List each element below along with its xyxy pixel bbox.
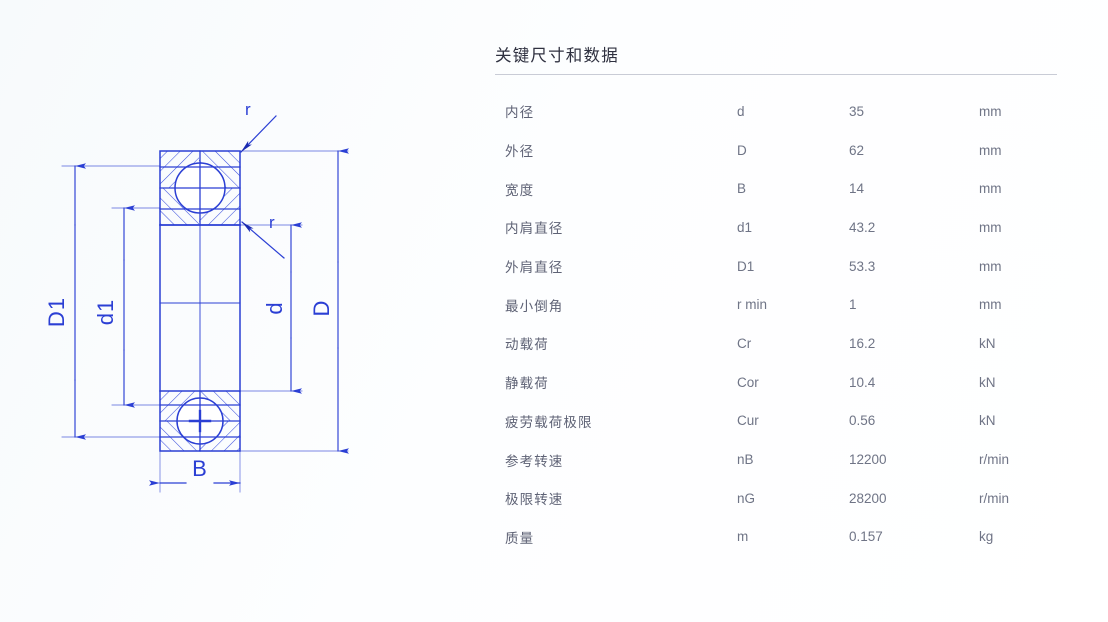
row-unit: mm [979, 258, 1002, 274]
table-row: 质量 m 0.157 kg [487, 518, 1083, 557]
spec-table-body: 内径 d 35 mm 外径 D 62 mm 宽度 B 14 mm [487, 92, 1083, 556]
row-value: 0.157 [849, 529, 883, 545]
chamfer-leaders [240, 115, 285, 259]
row-label: 静载荷 [505, 376, 549, 392]
row-symbol: r min [737, 297, 767, 313]
dim-label-D1: D1 [44, 297, 69, 327]
table-row: 内肩直径 d1 43.2 mm [487, 208, 1083, 247]
row-unit: kN [979, 335, 996, 351]
row-value: 1 [849, 297, 857, 313]
row-symbol: D1 [737, 258, 755, 274]
row-symbol: nG [737, 490, 756, 506]
dim-label-D: D [309, 300, 334, 317]
row-unit: kg [979, 529, 994, 545]
row-label: 疲劳载荷极限 [505, 414, 593, 430]
table-row: 参考转速 nB 12200 r/min [487, 440, 1083, 479]
row-label: 参考转速 [505, 453, 564, 469]
row-label: 质量 [505, 530, 535, 546]
row-unit: mm [979, 219, 1002, 235]
row-value: 16.2 [849, 335, 876, 351]
row-value: 53.3 [849, 258, 876, 274]
row-label: 内肩直径 [505, 221, 564, 237]
dim-label-r-upper: r [245, 100, 252, 119]
spec-table: 内径 d 35 mm 外径 D 62 mm 宽度 B 14 mm [487, 92, 1083, 556]
ball-centre-mark [188, 409, 212, 433]
row-value: 28200 [849, 490, 887, 506]
table-row: 外肩直径 D1 53.3 mm [487, 247, 1083, 286]
row-symbol: d [737, 103, 745, 119]
table-row: 动载荷 Cr 16.2 kN [487, 324, 1083, 363]
row-value: 0.56 [849, 413, 876, 429]
row-label: 动载荷 [505, 337, 549, 353]
row-value: 35 [849, 103, 865, 119]
spec-title: 关键尺寸和数据 [495, 47, 619, 65]
row-unit: r/min [979, 490, 1009, 506]
row-value: 10.4 [849, 374, 876, 390]
row-unit: r/min [979, 452, 1009, 468]
row-label: 外径 [505, 144, 535, 160]
row-label: 内径 [505, 105, 535, 121]
row-symbol: B [737, 181, 747, 197]
table-row: 静载荷 Cor 10.4 kN [487, 363, 1083, 402]
dim-label-r-lower: r [269, 213, 276, 232]
row-value: 62 [849, 142, 865, 158]
row-label: 宽度 [505, 182, 535, 198]
row-unit: kN [979, 413, 996, 429]
table-row: 宽度 B 14 mm [487, 169, 1083, 208]
row-label: 最小倒角 [505, 298, 564, 314]
row-symbol: nB [737, 452, 754, 468]
table-row: 外径 D 62 mm [487, 131, 1083, 170]
row-symbol: Cr [737, 335, 752, 351]
leader-r-upper [240, 115, 277, 153]
dimension-lines [74, 148, 349, 486]
table-row: 疲劳载荷极限 Cur 0.56 kN [487, 402, 1083, 441]
row-unit: mm [979, 181, 1002, 197]
bearing-drawing: D1 d1 d D B r r [0, 0, 470, 622]
row-label: 极限转速 [505, 492, 564, 508]
table-row: 内径 d 35 mm [487, 92, 1083, 131]
row-value: 12200 [849, 452, 887, 468]
row-value: 14 [849, 181, 865, 197]
table-row: 极限转速 nG 28200 r/min [487, 479, 1083, 518]
row-value: 43.2 [849, 219, 876, 235]
dim-label-d1: d1 [93, 299, 118, 325]
dim-label-B: B [192, 456, 208, 481]
row-label: 外肩直径 [505, 260, 564, 276]
row-symbol: d1 [737, 219, 753, 235]
row-unit: kN [979, 374, 996, 390]
row-symbol: Cur [737, 413, 759, 429]
dim-label-d: d [262, 301, 287, 314]
row-unit: mm [979, 297, 1002, 313]
leader-r-lower [241, 221, 285, 259]
spec-panel: 关键尺寸和数据 内径 d 35 mm 外径 D 62 mm 宽度 B [487, 0, 1087, 622]
row-unit: mm [979, 142, 1002, 158]
bearing-drawing-svg: D1 d1 d D B r r [44, 100, 349, 493]
row-symbol: m [737, 529, 749, 545]
table-row: 最小倒角 r min 1 mm [487, 285, 1083, 324]
row-symbol: D [737, 142, 747, 158]
row-symbol: Cor [737, 374, 759, 390]
row-unit: mm [979, 103, 1002, 119]
title-divider [495, 74, 1057, 75]
